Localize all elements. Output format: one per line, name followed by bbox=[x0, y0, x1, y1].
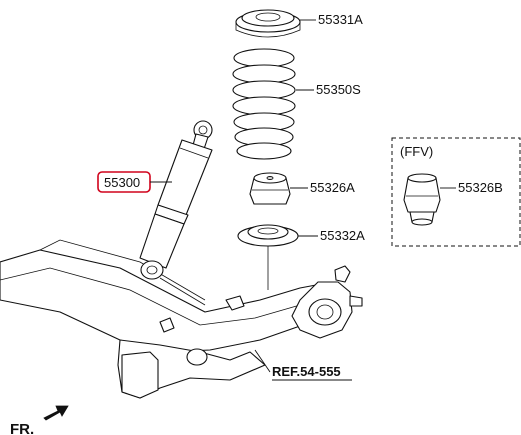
front-direction-indicator: FR. bbox=[10, 405, 69, 435]
spring-upper-pad-part-number[interactable]: 55331A bbox=[318, 12, 363, 27]
part-labels: 55331A 55350S 55326A 55332A 55300 REF.54… bbox=[97, 12, 365, 381]
ffv-group-label: (FFV) bbox=[400, 144, 433, 159]
spring-lower-pad-part-number[interactable]: 55332A bbox=[320, 228, 365, 243]
torsion-beam-axle bbox=[0, 239, 363, 399]
coil-spring[interactable] bbox=[232, 48, 296, 160]
reference-label[interactable]: REF.54-555 bbox=[272, 364, 341, 379]
spring-lower-pad[interactable] bbox=[237, 224, 299, 290]
coil-spring-part-number[interactable]: 55350S bbox=[316, 82, 361, 97]
spring-upper-pad[interactable] bbox=[235, 9, 301, 38]
ffv-bumper-stopper[interactable] bbox=[403, 173, 441, 226]
bumper-stopper-part-number[interactable]: 55326A bbox=[310, 180, 355, 195]
arrow-icon bbox=[43, 405, 69, 421]
front-label: FR. bbox=[10, 421, 34, 435]
shock-absorber[interactable] bbox=[139, 120, 213, 306]
ffv-option-box: (FFV) 55326B bbox=[391, 137, 521, 247]
shock-absorber-part-number[interactable]: 55300 bbox=[104, 175, 140, 190]
ffv-bumper-stopper-part-number[interactable]: 55326B bbox=[458, 180, 503, 195]
bumper-stopper[interactable] bbox=[249, 172, 291, 205]
